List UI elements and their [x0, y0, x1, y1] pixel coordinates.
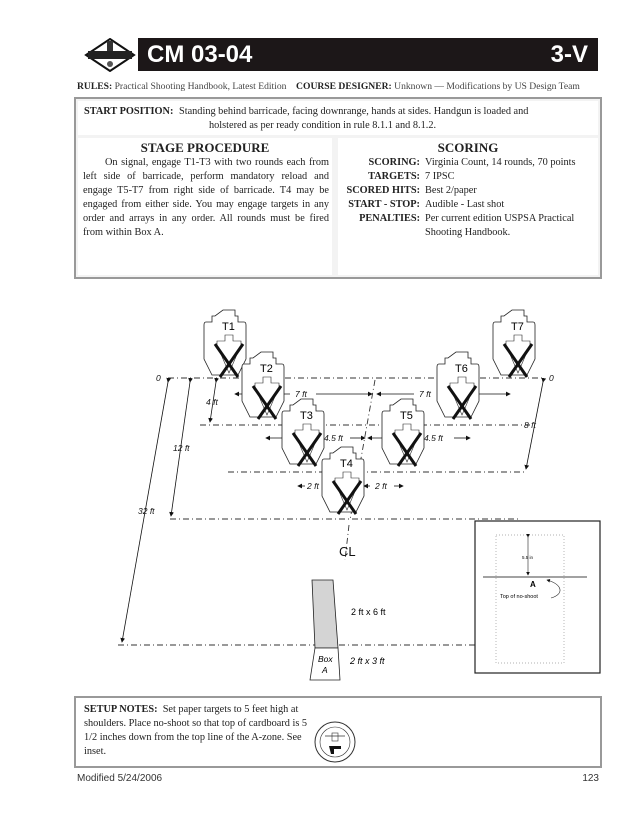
scoring-key: START - STOP: [348, 199, 420, 210]
designer-value: Unknown — Modifications by US Design Tea… [394, 81, 580, 92]
target-t6: T6 [436, 351, 480, 420]
uspsa-seal [314, 721, 356, 763]
zero-left: 0 [156, 373, 161, 383]
label-7ft-right: 7 ft [419, 389, 431, 399]
box-label-letter: A [321, 665, 328, 675]
inset: 5.5 in A Top of no-shoot [474, 520, 601, 674]
modified-date: Modified 5/24/2006 [77, 773, 163, 784]
barricade-size: 2 ft x 6 ft [351, 607, 386, 617]
shooting-box-a [309, 647, 341, 681]
scoring-key: TARGETS: [368, 171, 420, 182]
scoring-title: SCORING [437, 140, 499, 155]
scoring-panel: SCORING SCORING: Virginia Count, 14 round… [338, 138, 598, 275]
box-label: Box [318, 654, 333, 664]
inset-measure: 5.5 in [522, 555, 534, 560]
rules-label: RULES: [77, 81, 113, 92]
setup-notes-label: SETUP NOTES: [84, 704, 158, 715]
info-box: START POSITION: Standing behind barricad… [74, 97, 602, 279]
target-label: T4 [340, 458, 353, 470]
stage-procedure-title: STAGE PROCEDURE [140, 140, 270, 155]
target-t5: T5 [381, 398, 425, 467]
inset-note: Top of no-shoot [500, 594, 538, 600]
course-id: CM 03-04 [147, 41, 253, 68]
scoring-key: PENALTIES: [359, 213, 420, 224]
barricade [311, 579, 339, 649]
target-t2: T2 [241, 351, 285, 420]
target-label: T5 [400, 410, 413, 422]
label-7ft-left: 7 ft [295, 389, 307, 399]
scoring-value: Audible - Last shot [425, 199, 505, 210]
inset-zone: A [530, 580, 536, 589]
scoring-value: 7 IPSC [425, 171, 455, 182]
rules-value: Practical Shooting Handbook, Latest Edit… [114, 81, 287, 92]
label-2ft-left: 2 ft [306, 481, 319, 491]
label-4ft: 4 ft [206, 397, 218, 407]
start-position-line1: Standing behind barricade, facing downra… [179, 106, 529, 117]
target-label: T2 [260, 363, 273, 375]
center-line-lower [344, 524, 350, 561]
page-number: 123 [582, 773, 599, 784]
setup-notes-text: Set paper targets to 5 feet high at shou… [84, 704, 308, 757]
classification: 3-V [550, 41, 588, 68]
start-position: START POSITION: Standing behind barricad… [78, 101, 598, 135]
centerline-symbol: CL [339, 544, 356, 559]
label-4-5ft-right: 4.5 ft [424, 433, 444, 443]
rules-line: RULES: Practical Shooting Handbook, Late… [77, 81, 580, 92]
zero-right: 0 [549, 373, 554, 383]
target-label: T6 [455, 363, 468, 375]
target-label: T7 [511, 321, 524, 333]
start-position-label: START POSITION: [84, 106, 174, 117]
uspsa-logo [84, 38, 136, 72]
title-bar: CM 03-04 3-V [138, 38, 598, 71]
label-8ft: 8 ft [524, 420, 536, 430]
scoring-key: SCORING: [368, 157, 421, 168]
box-size: 2 ft x 3 ft [349, 656, 385, 666]
scoring-value: Virginia Count, 14 rounds, 70 points [425, 157, 576, 168]
label-32ft: 32 ft [138, 506, 155, 516]
scoring-value: Per current edition USPSA Practical Shoo… [425, 213, 575, 238]
target-label: T3 [300, 410, 313, 422]
scoring-key: SCORED HITS: [346, 185, 420, 196]
target-label: T1 [222, 321, 235, 333]
scoring-value: Best 2/paper [425, 185, 477, 196]
start-position-line2: holstered as per ready condition in rule… [209, 120, 437, 131]
stage-procedure: STAGE PROCEDURE On signal, engage T1-T3 … [78, 138, 332, 275]
target-t1: T1 [203, 309, 247, 378]
designer-label: COURSE DESIGNER: [296, 81, 392, 92]
dimension-labels: 0 0 4 ft 12 ft 32 ft 8 ft 7 ft 7 ft 4.5 … [138, 373, 554, 516]
stage-diagram: 0 0 4 ft 12 ft 32 ft 8 ft 7 ft 7 ft 4.5 … [118, 309, 601, 681]
target-t4: T4 [321, 446, 365, 515]
label-12ft: 12 ft [173, 443, 190, 453]
label-2ft-right: 2 ft [374, 481, 387, 491]
stage-procedure-text: On signal, engage T1-T3 with two rounds … [83, 157, 329, 238]
label-4-5ft-left: 4.5 ft [324, 433, 344, 443]
target-t3: T3 [281, 398, 325, 467]
target-t7: T7 [492, 309, 536, 378]
